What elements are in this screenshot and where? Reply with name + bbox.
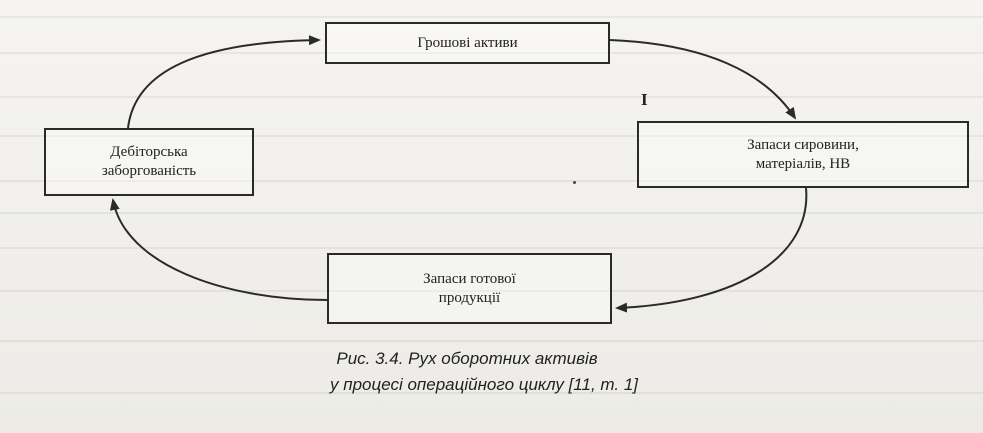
arrow-raw-to-finished-inventory (615, 187, 808, 313)
node-receivables-label: Дебіторська заборгованість (101, 144, 197, 179)
node-finished-inventory-label: Запаси готової продукції (423, 270, 516, 306)
background-text-line (0, 340, 983, 342)
center-dot (573, 181, 576, 184)
node-receivables: Дебіторська заборгованість (44, 128, 254, 196)
node-cash-assets: Грошові активи (325, 22, 610, 64)
arrow-receivables-to-cash (127, 35, 321, 129)
background-text-line (0, 135, 983, 137)
background-text-line (0, 52, 983, 54)
background-text-line (0, 392, 983, 394)
node-raw-inventory-label: Запаси сировини, матеріалів, НВ (747, 136, 859, 172)
figure-caption-line-1: Рис. 3.4. Рух оборотних активів (336, 349, 598, 368)
figure-caption-line-2: у процесі операційного циклу [11, т. 1] (329, 375, 638, 394)
background-text-line (0, 290, 983, 292)
node-finished-inventory: Запаси готової продукції (327, 253, 612, 324)
cycle-marker-label: I (641, 90, 648, 109)
node-raw-inventory: Запаси сировини, матеріалів, НВ (637, 121, 969, 188)
background-text-line (0, 16, 983, 18)
background-text-line (0, 247, 983, 249)
arrow-cash-to-raw-inventory (609, 39, 797, 120)
background-text-line (0, 212, 983, 214)
arrow-finished-to-receivables (109, 198, 328, 301)
background-text-line (0, 96, 983, 98)
background-text-line (0, 180, 983, 182)
node-cash-assets-label: Грошові активи (417, 34, 518, 51)
